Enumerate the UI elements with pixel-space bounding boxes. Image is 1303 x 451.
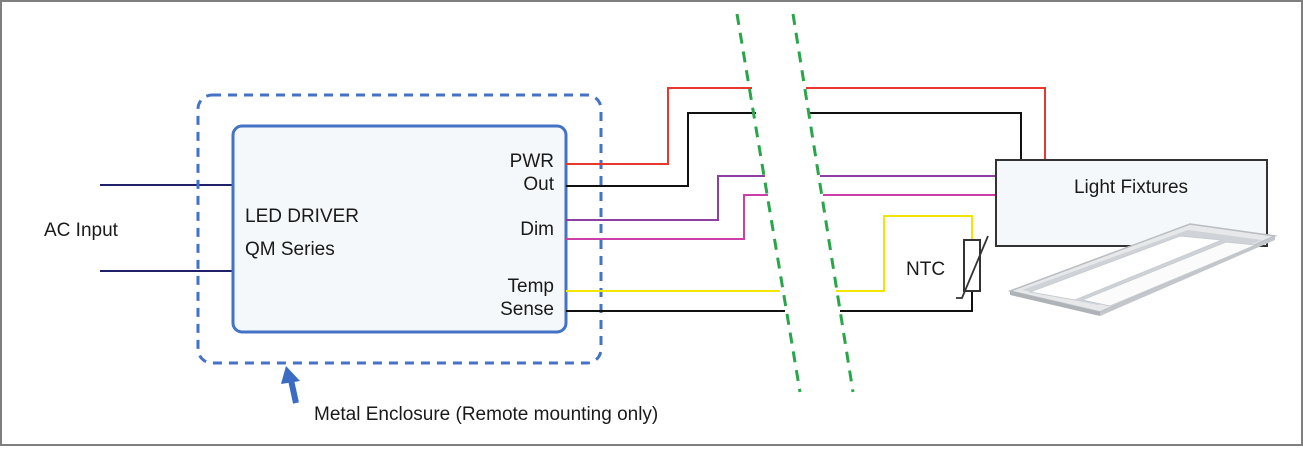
arrow-shaft xyxy=(288,379,299,404)
troffer-lens-left xyxy=(1028,235,1223,301)
port-pwr-label: PWR xyxy=(510,151,554,172)
led-driver-box xyxy=(231,124,568,334)
pwr-wire-driver-side xyxy=(566,87,752,165)
light-fixtures-label: Light Fixtures xyxy=(1074,177,1188,198)
temp-wire-fixture-side xyxy=(836,215,973,292)
troffer-fixture-illustration xyxy=(1007,223,1278,316)
metal-enclosure xyxy=(196,93,603,365)
port-temp-label: Temp xyxy=(508,276,554,297)
port-out-label: Out xyxy=(523,174,554,195)
pwr-wire-fixture-side xyxy=(806,87,1046,160)
ntc-thermistor xyxy=(956,235,989,299)
ac-input-wires xyxy=(100,184,233,272)
ntc-label: NTC xyxy=(906,259,945,280)
sense-wire-fixture-side xyxy=(840,291,973,312)
driver-title-line2: QM Series xyxy=(245,239,335,260)
dim-wire-2-driver-side xyxy=(566,194,768,240)
dim-wire-1-driver-side xyxy=(566,175,765,221)
output-wires xyxy=(566,87,1046,312)
break-line-left xyxy=(735,13,802,393)
arrow-head xyxy=(281,366,300,384)
ntc-body xyxy=(963,239,981,292)
break-line-right xyxy=(791,13,855,393)
port-dim-label: Dim xyxy=(520,219,554,240)
out-wire-driver-side xyxy=(566,112,756,187)
ac-input-label: AC Input xyxy=(44,220,119,241)
troffer-edge-right xyxy=(1100,236,1275,316)
enclosure-label: Metal Enclosure (Remote mounting only) xyxy=(314,404,658,425)
driver-title-line1: LED DRIVER xyxy=(245,206,359,227)
port-sense-label: Sense xyxy=(500,299,554,320)
out-wire-fixture-side xyxy=(810,112,1022,160)
troffer-edge xyxy=(1010,291,1100,316)
enclosure-arrow-icon xyxy=(281,366,300,404)
ntc-symbol-slash xyxy=(956,235,989,299)
